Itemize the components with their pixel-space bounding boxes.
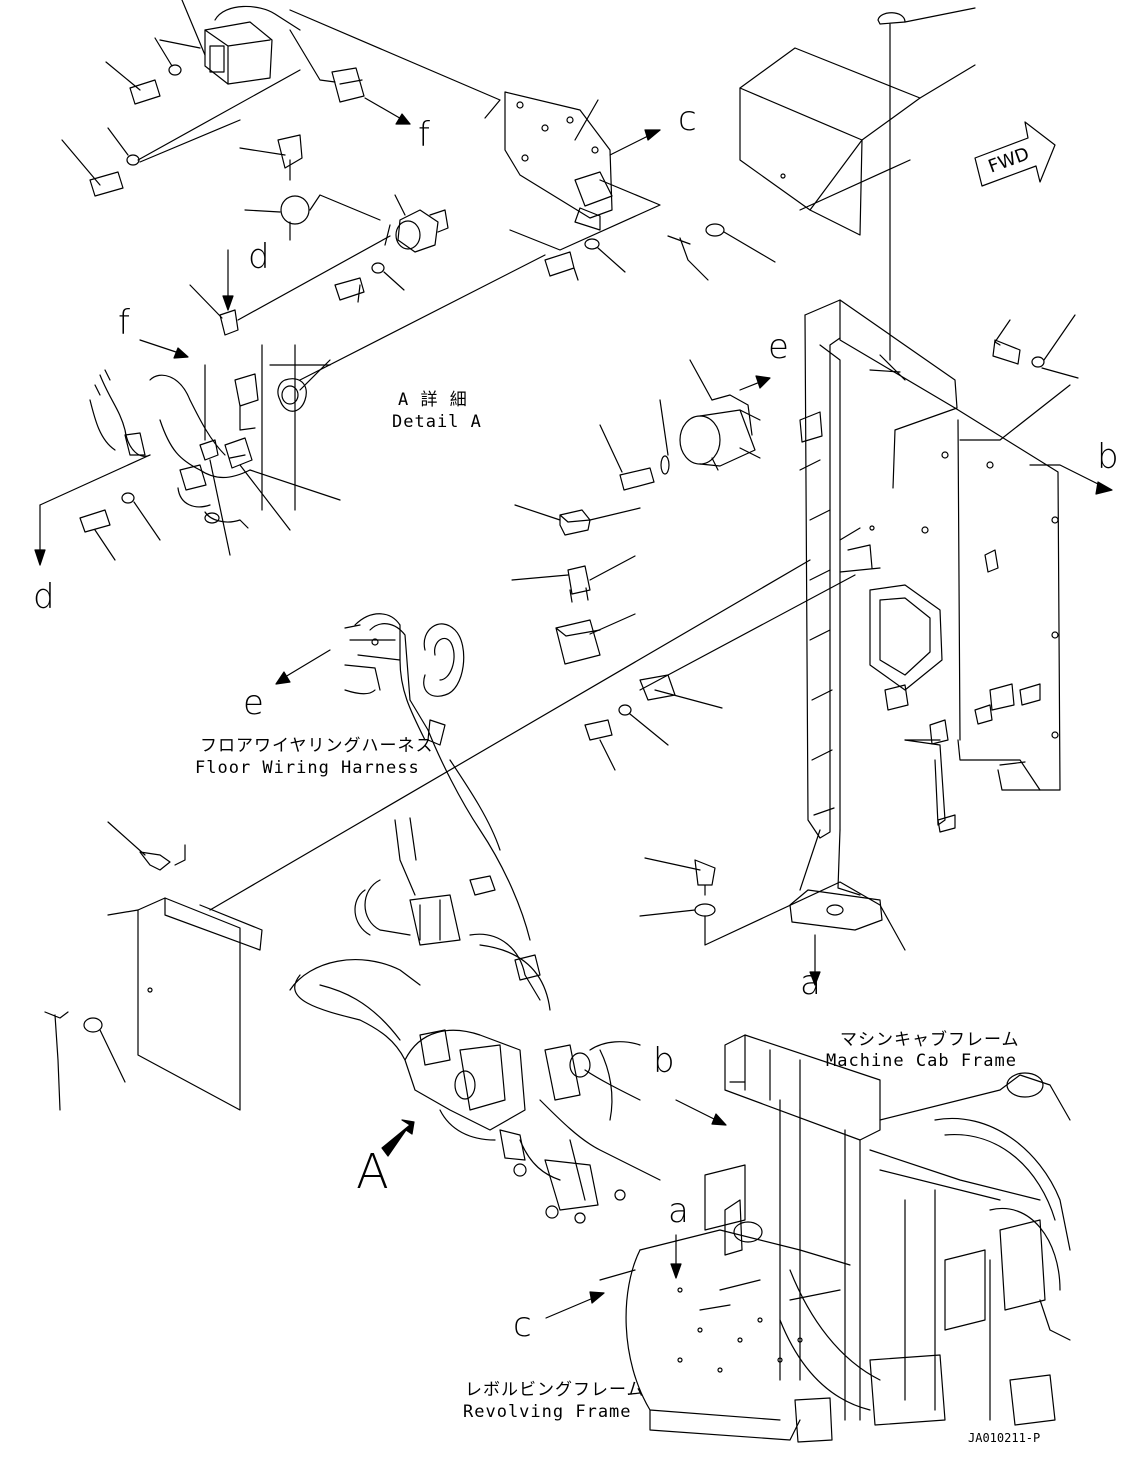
cab-frame-label-en: Machine Cab Frame (826, 1051, 1017, 1071)
view-marker-a: A (356, 1144, 389, 1200)
callout-f-left: f (118, 303, 130, 343)
side-panel (869, 384, 1113, 833)
callout-a-center: a (800, 963, 821, 1003)
callout-d-left: d (33, 577, 55, 617)
drawing-code: JA010211-P (968, 1431, 1041, 1445)
callout-c-bottom: c (513, 1305, 532, 1345)
leader-lines (545, 527, 906, 1319)
harness-label-jp: フロアワイヤリングハーネス (200, 736, 434, 756)
detail-a-title-en: Detail A (392, 412, 482, 432)
callout-e-right: e (768, 327, 789, 367)
bolt-right-top (992, 314, 1079, 379)
callout-f-top: f (418, 115, 430, 155)
harness-assembly (289, 879, 661, 1224)
revolving-frame-label-en: Revolving Frame (463, 1402, 632, 1422)
view-arrow-icon (381, 1119, 415, 1157)
horn (599, 359, 823, 491)
revolving-frame-label-jp: レボルビングフレーム (465, 1380, 645, 1400)
floor-wiring-harness (275, 613, 531, 941)
cover-plate (44, 821, 263, 1111)
callout-e-center: e (243, 683, 264, 723)
switch-bracket (189, 9, 661, 381)
callout-a-bottom: a (668, 1191, 689, 1231)
harness-label-en: Floor Wiring Harness (195, 758, 420, 778)
revolving-frame (625, 1164, 1056, 1443)
relay-assembly-top (61, 0, 411, 197)
cover-box (667, 7, 976, 361)
callout-b-right: b (1097, 437, 1119, 477)
callout-d-top: d (248, 237, 270, 277)
detail-a-assembly (34, 339, 341, 566)
callout-c-top: c (678, 99, 697, 139)
fwd-arrow-icon (974, 121, 1056, 187)
machine-cab-frame (724, 1034, 1071, 1421)
cab-frame-label-jp: マシンキャブフレーム (840, 1030, 1020, 1050)
support-stand (789, 299, 958, 931)
relay-small (209, 504, 856, 911)
callout-b-bottom: b (653, 1041, 675, 1081)
detail-a-title-jp: A 詳 細 (398, 390, 468, 410)
